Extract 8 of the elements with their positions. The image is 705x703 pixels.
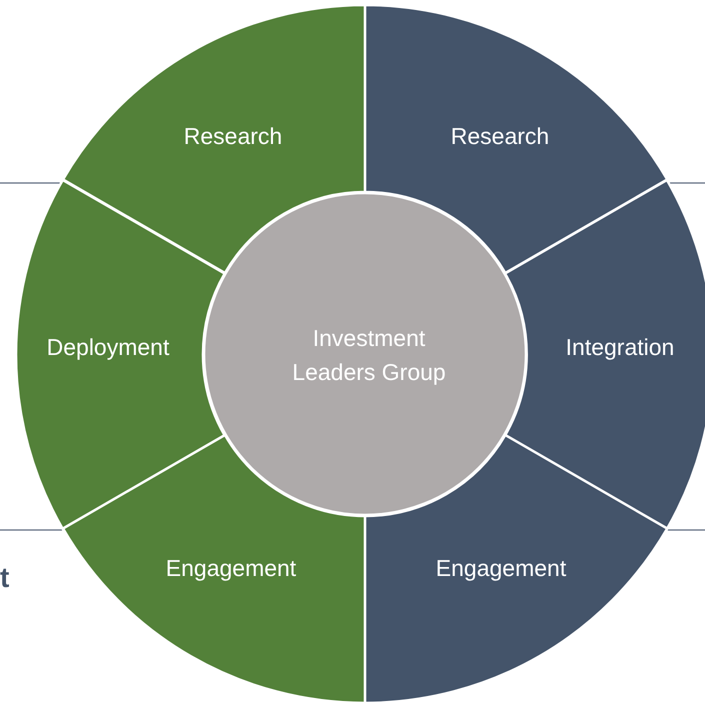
segment-label: Engagement [436,554,566,583]
segment-label: Integration [566,333,674,362]
segment-label: Research [450,122,550,151]
segment-label: Engagement [166,554,296,583]
heading-fragment: t [0,562,10,594]
center-label: Investment Leaders Group [291,324,447,387]
segment-label: Deployment [46,333,170,362]
segment-label: Research [184,122,282,151]
